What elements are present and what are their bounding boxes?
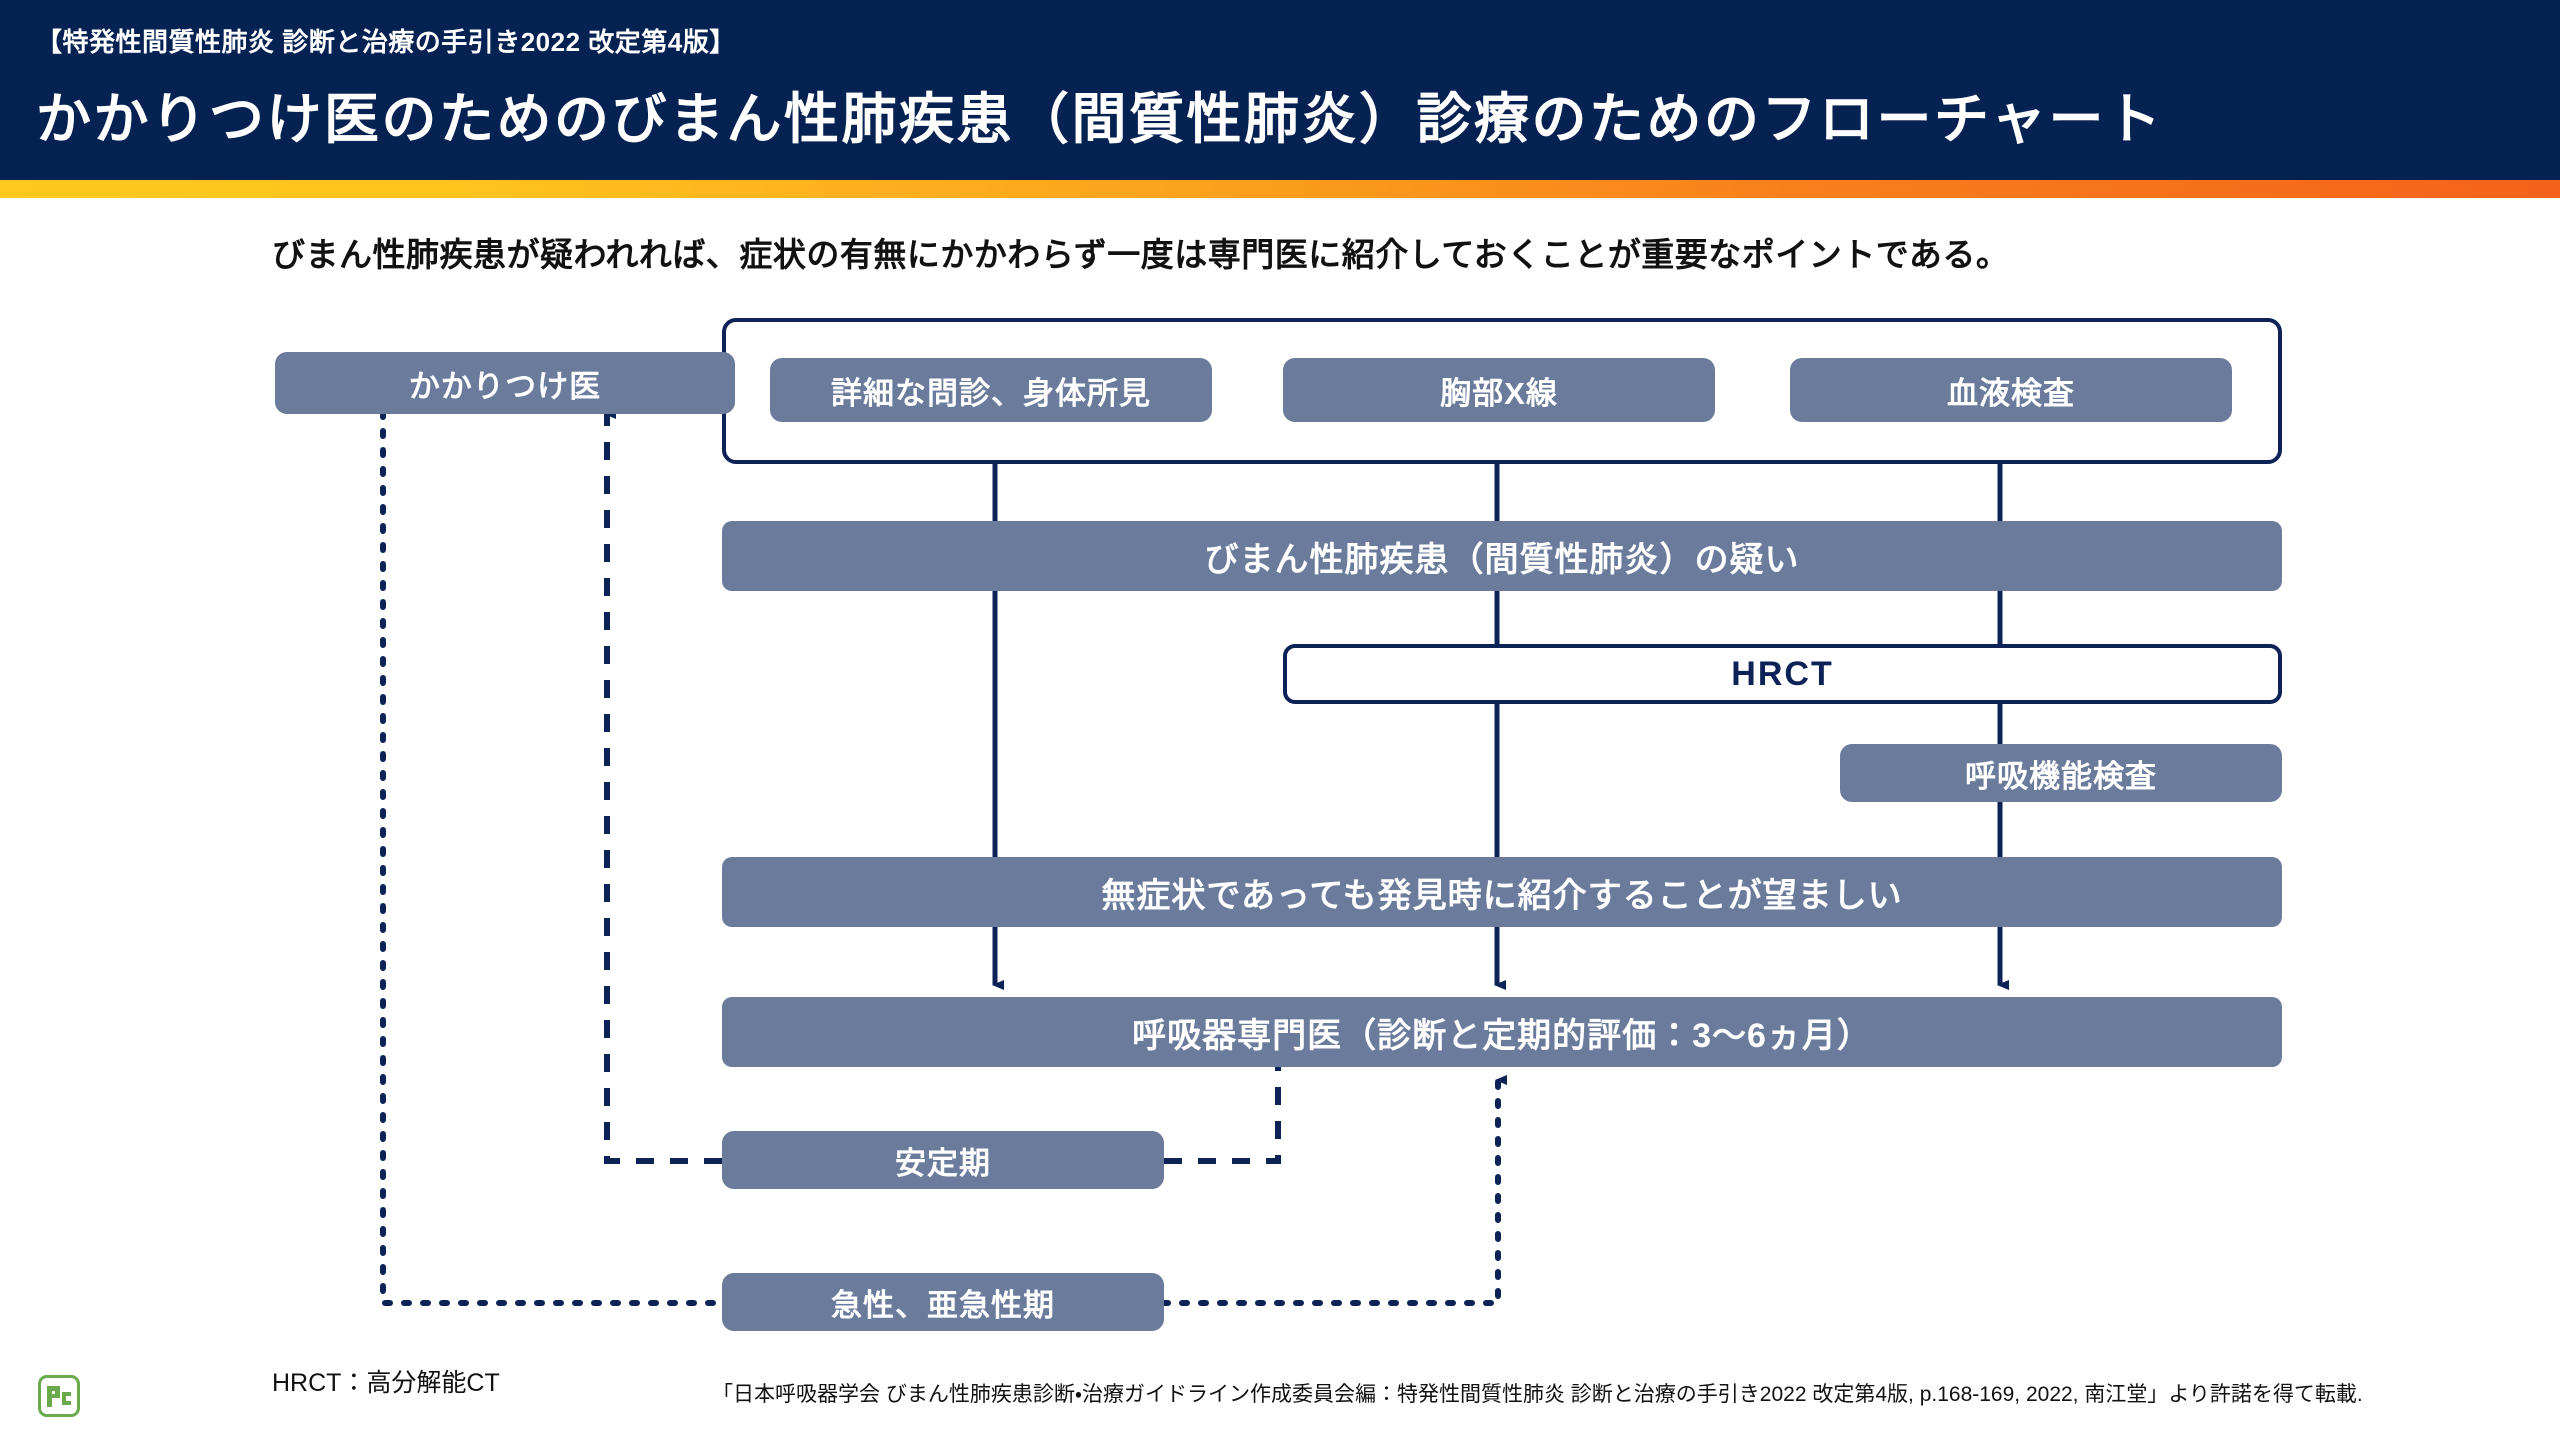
node-asymptomatic-referral[interactable]: 無症状であっても発見時に紹介することが望ましい <box>722 857 2282 927</box>
node-specialist-label: 呼吸器専門医（診断と定期的評価：3〜6ヵ月） <box>1132 1016 1872 1055</box>
node-acute-subacute-phase[interactable]: 急性、亜急性期 <box>722 1273 1164 1331</box>
page-header: 【特発性間質性肺炎 診断と治療の手引き2022 改定第4版】 かかりつけ医のため… <box>0 0 2560 180</box>
node-chest-xray-label: 胸部X線 <box>1440 375 1558 411</box>
pc-logo <box>38 1375 80 1417</box>
node-primary-care-label: かかりつけ医 <box>408 368 602 404</box>
node-asymptomatic-label: 無症状であっても発見時に紹介することが望ましい <box>1101 876 1903 915</box>
accent-strip <box>0 180 2560 198</box>
hrct-abbreviation-note: HRCT：高分解能CT <box>272 1369 500 1397</box>
node-blood-test[interactable]: 血液検査 <box>1790 358 2232 422</box>
node-hrct[interactable]: HRCT <box>1283 644 2282 704</box>
node-stable-phase-label: 安定期 <box>895 1145 991 1181</box>
node-suspected-label: びまん性肺疾患（間質性肺炎）の疑い <box>1204 540 1800 579</box>
node-suspected-diffuse-lung-disease[interactable]: びまん性肺疾患（間質性肺炎）の疑い <box>722 521 2282 591</box>
node-hrct-label: HRCT <box>1731 654 1834 693</box>
source-credit: 「日本呼吸器学会 びまん性肺疾患診断・治療ガイドライン作成委員会編：特発性間質性… <box>712 1383 2363 1406</box>
page-title: かかりつけ医のためのびまん性肺疾患（間質性肺炎）診療のためのフローチャート <box>36 88 2164 150</box>
node-pulmonary-function-test[interactable]: 呼吸機能検査 <box>1840 744 2282 802</box>
node-history-label: 詳細な問診、身体所見 <box>831 375 1151 411</box>
node-history[interactable]: 詳細な問診、身体所見 <box>770 358 1212 422</box>
node-respiratory-specialist[interactable]: 呼吸器専門医（診断と定期的評価：3〜6ヵ月） <box>722 997 2282 1067</box>
lead-sentence: びまん性肺疾患が疑われれば、症状の有無にかかわらず一度は専門医に紹介しておくこと… <box>272 236 2010 273</box>
node-primary-care[interactable]: かかりつけ医 <box>275 352 735 414</box>
node-blood-test-label: 血液検査 <box>1947 375 2075 411</box>
node-chest-xray[interactable]: 胸部X線 <box>1283 358 1715 422</box>
node-pulmonary-function-label: 呼吸機能検査 <box>1965 758 2157 794</box>
node-acute-phase-label: 急性、亜急性期 <box>831 1287 1055 1323</box>
node-stable-phase[interactable]: 安定期 <box>722 1131 1164 1189</box>
header-kicker: 【特発性間質性肺炎 診断と治療の手引き2022 改定第4版】 <box>36 27 736 57</box>
